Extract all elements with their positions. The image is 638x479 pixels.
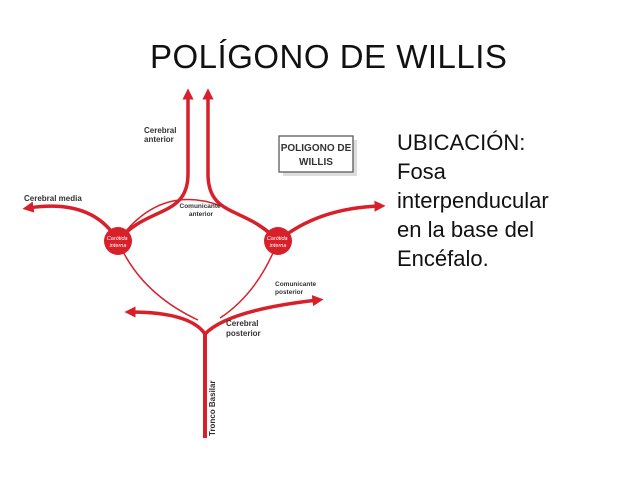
body-line-4: en la base del: [397, 217, 534, 242]
label-tronco-basilar: Tronco Basilar: [208, 380, 217, 436]
carotida-left-label-2: interna: [110, 243, 127, 249]
body-text: UBICACIÓN: Fosa interpenducular en la ba…: [397, 128, 637, 273]
svg-text:Carótida interna: Carótida interna: [267, 236, 289, 249]
label-cerebral-posterior-2: posterior: [226, 329, 261, 338]
label-cerebral-posterior-1: Cerebral: [226, 319, 258, 328]
body-line-5: Encéfalo.: [397, 246, 489, 271]
carotida-interna-right-node: [264, 227, 292, 255]
cerebral-anterior-right-artery: [202, 88, 280, 243]
label-comunicante-anterior-2: anterior: [189, 211, 214, 218]
label-comunicante-posterior-2: posterior: [275, 289, 304, 296]
body-line-1: UBICACIÓN:: [397, 130, 526, 155]
slide-title: POLÍGONO DE WILLIS: [150, 38, 508, 75]
poligono-inset-label: POLIGONO DE WILLIS: [278, 135, 357, 176]
cerebral-posterior-right-artery: [203, 295, 324, 336]
cerebral-anterior-left-artery: [116, 88, 194, 243]
label-cerebral-anterior-1: Cerebral: [144, 126, 176, 135]
carotida-left-label-1: Carótida: [107, 236, 128, 242]
svg-text:Comunicante posterior: Comunicante posterior: [275, 281, 318, 296]
label-comunicante-posterior-1: Comunicante: [275, 281, 317, 288]
cerebral-media-right-artery: [276, 200, 386, 243]
body-line-2: Fosa: [397, 159, 446, 184]
svg-text:Cerebral anterior: Cerebral anterior: [144, 126, 179, 144]
cerebral-posterior-left-artery: [124, 306, 207, 336]
circle-of-willis-diagram: Carótida interna Carótida interna POLIGO…: [22, 88, 386, 438]
carotida-right-label-2: interna: [270, 243, 287, 249]
inset-label-line2: WILLIS: [299, 157, 333, 168]
carotida-interna-left-node: [104, 227, 132, 255]
carotida-right-label-1: Carótida: [267, 236, 288, 242]
body-line-3: interpenducular: [397, 188, 549, 213]
svg-text:Carótida interna: Carótida interna: [107, 236, 129, 249]
label-comunicante-anterior-1: Comunicante: [180, 203, 222, 210]
inset-label-line1: POLIGONO DE: [281, 143, 352, 154]
label-cerebral-anterior-2: anterior: [144, 135, 174, 144]
cerebral-media-left-artery: [22, 201, 120, 242]
comunicante-posterior-left-artery: [117, 240, 199, 321]
label-cerebral-media: Cerebral media: [24, 194, 82, 203]
svg-text:Comunicante anterior: Comunicante anterior: [180, 203, 223, 218]
svg-text:Cerebral posterior: Cerebral posterior: [226, 319, 261, 338]
